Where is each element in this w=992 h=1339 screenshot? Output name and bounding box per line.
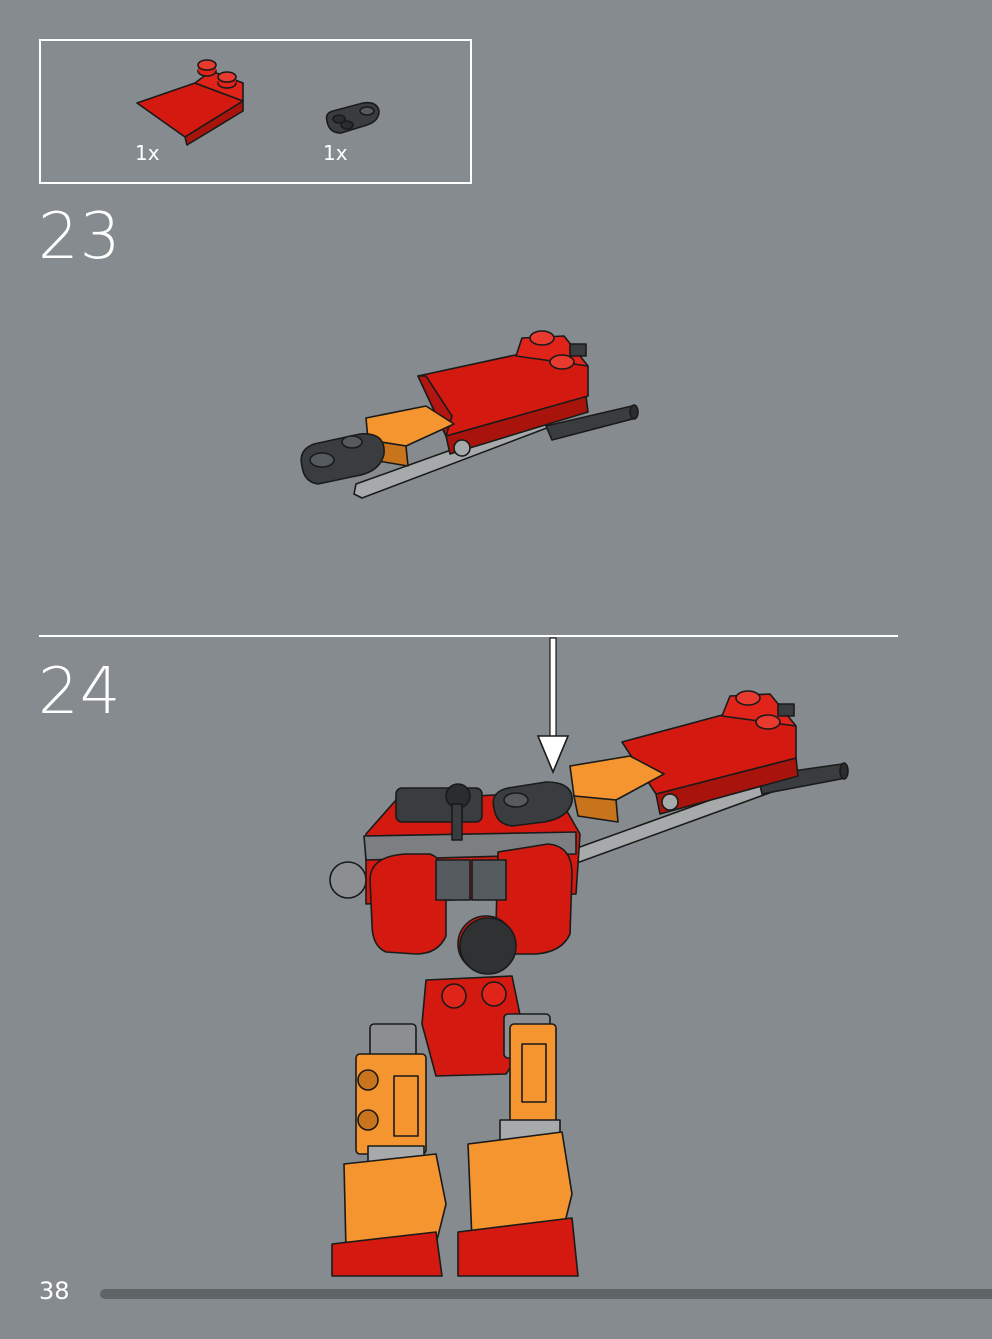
step-number: 23 bbox=[38, 200, 122, 274]
step-23-assembly-illustration bbox=[300, 330, 639, 499]
down-arrow-icon bbox=[536, 637, 570, 775]
step-divider bbox=[39, 635, 898, 637]
page-number: 38 bbox=[39, 1277, 70, 1305]
step-24-assembly-illustration bbox=[329, 690, 849, 1277]
step-number: 24 bbox=[38, 655, 122, 729]
part-quantity: 1x bbox=[323, 141, 348, 165]
red-wedge-plate-icon bbox=[136, 59, 244, 146]
page-progress-bar bbox=[100, 1289, 992, 1299]
parts-list-box: 1x 1x bbox=[39, 39, 472, 184]
dark-grey-clip-plate-icon bbox=[325, 101, 380, 134]
part-quantity: 1x bbox=[135, 141, 160, 165]
